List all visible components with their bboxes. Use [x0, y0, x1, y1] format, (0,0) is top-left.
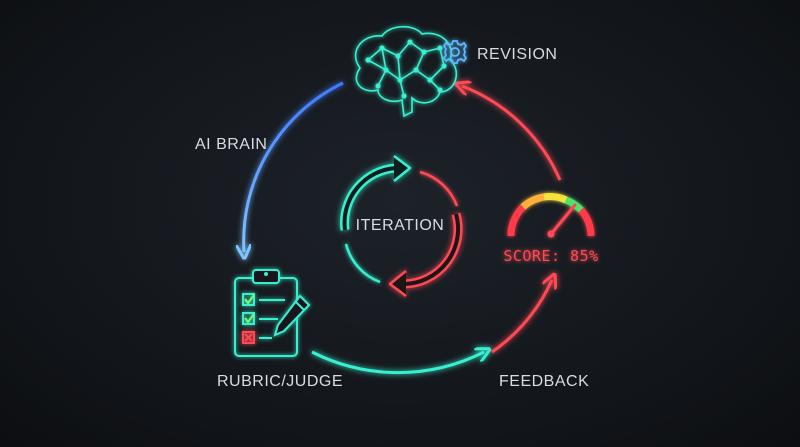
arc-feedback-to-gauge	[491, 280, 552, 354]
brain-icon	[354, 25, 458, 118]
cycle-arrows-icon	[340, 155, 463, 297]
feedback-label: FEEDBACK	[499, 373, 589, 390]
rubric-judge-label: RUBRIC/JUDGE	[217, 373, 343, 390]
arc-brain-to-rubric	[244, 81, 344, 252]
clipboard-checklist-icon	[234, 269, 298, 357]
speedometer-gauge-icon	[507, 193, 595, 238]
arc-rubric-to-feedback	[311, 352, 484, 375]
arc-gauge-to-brain	[462, 86, 562, 181]
revision-label: REVISION	[477, 46, 557, 63]
score-readout: SCORE: 85%	[503, 247, 598, 265]
iteration-label: ITERATION	[356, 217, 445, 234]
gear-icon	[442, 40, 468, 64]
ai-brain-label: AI BRAIN	[195, 136, 267, 153]
pencil-icon	[273, 294, 311, 337]
